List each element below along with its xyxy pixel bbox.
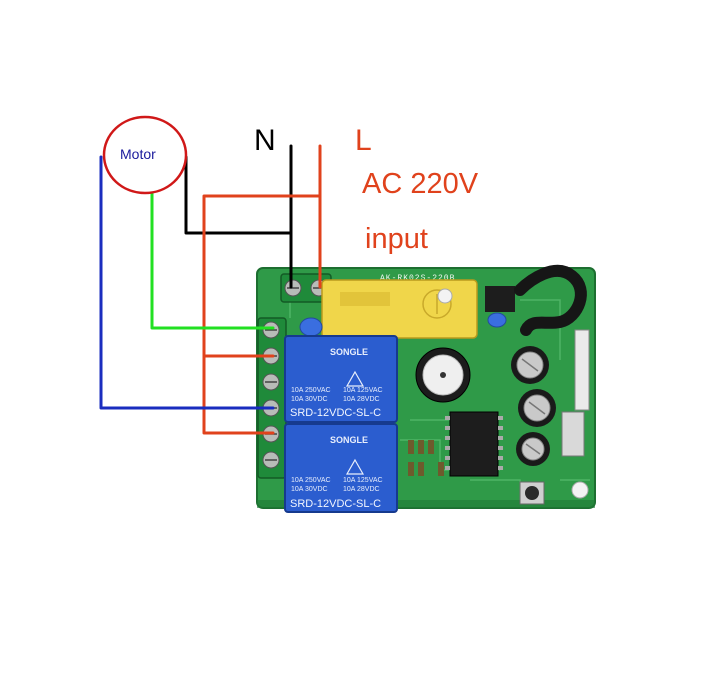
warning-icon xyxy=(345,370,365,387)
resistors xyxy=(408,440,444,476)
mount-hole xyxy=(571,481,589,499)
relay-1-spec-right: 10A 125VAC xyxy=(343,387,383,394)
antenna-coil xyxy=(514,264,587,336)
ic-chips xyxy=(445,286,590,477)
pcb-shadow xyxy=(257,500,595,508)
live-label: L xyxy=(355,124,372,157)
neutral-label: N xyxy=(254,124,276,157)
relay-2-model: SRD-12VDC-SL-C xyxy=(290,498,381,510)
motor-blue-wire xyxy=(99,155,275,410)
relay-2: SONGLE 10A 250VAC 10A 30VDC 10A 125VAC 1… xyxy=(284,423,398,513)
relay-2-spec-left2: 10A 30VDC xyxy=(291,486,328,493)
board-code: AK-RK02S-220B xyxy=(380,274,455,283)
receiver-board: AK-RK02S-220B xyxy=(256,264,596,513)
relay-2-brand: SONGLE xyxy=(330,435,368,445)
relay-1: SONGLE 10A 250VAC 10A 30VDC 10A 125VAC 1… xyxy=(284,335,398,423)
relay-1-brand: SONGLE xyxy=(330,347,368,357)
electrolytic-capacitors xyxy=(511,346,556,466)
relay-1-spec-left2: 10A 30VDC xyxy=(291,396,328,403)
motor-green-wire xyxy=(150,191,275,330)
motor-label: Motor xyxy=(120,146,156,162)
input-label: input xyxy=(365,223,428,255)
buzzer xyxy=(415,347,471,403)
motor-circle xyxy=(102,115,188,195)
terminal-block-side xyxy=(257,317,287,479)
learn-button xyxy=(519,481,545,505)
blue-capacitor xyxy=(299,317,323,337)
relay-2-spec-right: 10A 125VAC xyxy=(343,477,383,484)
relay-2-spec-left: 10A 250VAC xyxy=(291,477,331,484)
x2-capacitor xyxy=(321,279,478,339)
mount-hole xyxy=(437,288,453,304)
blue-capacitor-2 xyxy=(487,312,507,328)
voltage-label: AC 220V xyxy=(362,168,479,200)
relay-2-spec-right2: 10A 28VDC xyxy=(343,486,380,493)
relay-1-model: SRD-12VDC-SL-C xyxy=(290,407,381,419)
warning-icon xyxy=(345,458,365,475)
relay-1-spec-right2: 10A 28VDC xyxy=(343,396,380,403)
neutral-to-motor-wire xyxy=(184,155,293,235)
wires xyxy=(99,144,322,435)
motor: Motor xyxy=(102,115,188,195)
relay-1-spec-left: 10A 250VAC xyxy=(291,387,331,394)
live-bus-wire xyxy=(202,194,322,435)
